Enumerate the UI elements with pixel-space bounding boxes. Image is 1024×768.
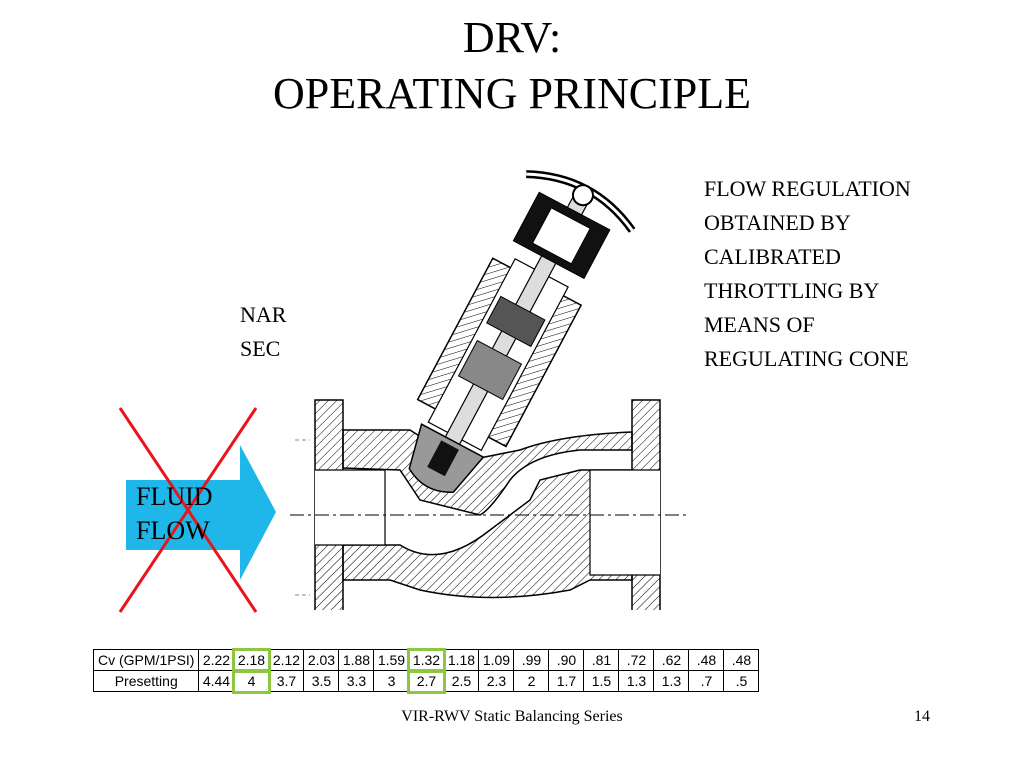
- table-cell: .48: [723, 649, 760, 671]
- fluid-flow-arrow: [118, 407, 276, 613]
- table-cell: 2.3: [478, 670, 515, 692]
- table-cell: 2.22: [198, 649, 235, 671]
- table-cell: 1.09: [478, 649, 515, 671]
- description-line: REGULATING CONE: [704, 346, 909, 371]
- table-cell: 1.88: [338, 649, 375, 671]
- table-cell: 4: [231, 668, 271, 694]
- table-cell: .62: [653, 649, 690, 671]
- fluid-flow-line-2: FLOW: [136, 516, 210, 545]
- row-label: Cv (GPM/1PSI): [92, 649, 200, 671]
- table-cell: 1.7: [548, 670, 585, 692]
- cross-line-icon: [118, 407, 258, 613]
- table-cell: .90: [548, 649, 585, 671]
- table-cell: 2: [513, 670, 550, 692]
- page-title: DRV: OPERATING PRINCIPLE: [0, 10, 1024, 122]
- title-line-1: DRV:: [462, 13, 562, 62]
- table-cell: .99: [513, 649, 550, 671]
- description-line: OBTAINED BY: [704, 210, 851, 235]
- table-cell: .72: [618, 649, 655, 671]
- description-text: FLOW REGULATION OBTAINED BY CALIBRATED T…: [704, 172, 1004, 376]
- table-cell: 1.3: [618, 670, 655, 692]
- table-cell: 1.18: [443, 649, 480, 671]
- row-label: Presetting: [92, 670, 200, 692]
- table-cell: 1.32: [406, 647, 446, 673]
- table-cell: 3.5: [303, 670, 340, 692]
- fluid-flow-label: FLUID FLOW: [136, 480, 213, 548]
- table-cell: 4.44: [198, 670, 235, 692]
- footer-text: VIR-RWV Static Balancing Series: [401, 708, 623, 725]
- partial-label-line-1: NAR: [240, 302, 287, 327]
- table-cell: 2.5: [443, 670, 480, 692]
- description-line: FLOW REGULATION: [704, 176, 911, 201]
- partial-label-line-2: SEC: [240, 336, 281, 361]
- valve-drawing: [290, 170, 690, 610]
- fluid-flow-line-1: FLUID: [136, 482, 213, 511]
- table-cell: .5: [723, 670, 760, 692]
- table-cell: .7: [688, 670, 725, 692]
- table-cell: 1.5: [583, 670, 620, 692]
- table-cell: 2.18: [231, 647, 271, 673]
- table-cell: .48: [688, 649, 725, 671]
- table-cell: 3: [373, 670, 410, 692]
- description-line: THROTTLING BY: [704, 278, 880, 303]
- table-cell: 3.7: [268, 670, 305, 692]
- title-line-2: OPERATING PRINCIPLE: [273, 69, 751, 118]
- table-cell: .81: [583, 649, 620, 671]
- table-cell: 3.3: [338, 670, 375, 692]
- table-cell: 1.3: [653, 670, 690, 692]
- description-line: MEANS OF: [704, 312, 815, 337]
- table-cell: 2.03: [303, 649, 340, 671]
- table-cell: 2.7: [406, 668, 446, 694]
- table-cell: 1.59: [373, 649, 410, 671]
- page-number: 14: [914, 708, 930, 725]
- table-cell: 2.12: [268, 649, 305, 671]
- partial-label: NAR SEC: [240, 298, 298, 366]
- description-line: CALIBRATED: [704, 244, 841, 269]
